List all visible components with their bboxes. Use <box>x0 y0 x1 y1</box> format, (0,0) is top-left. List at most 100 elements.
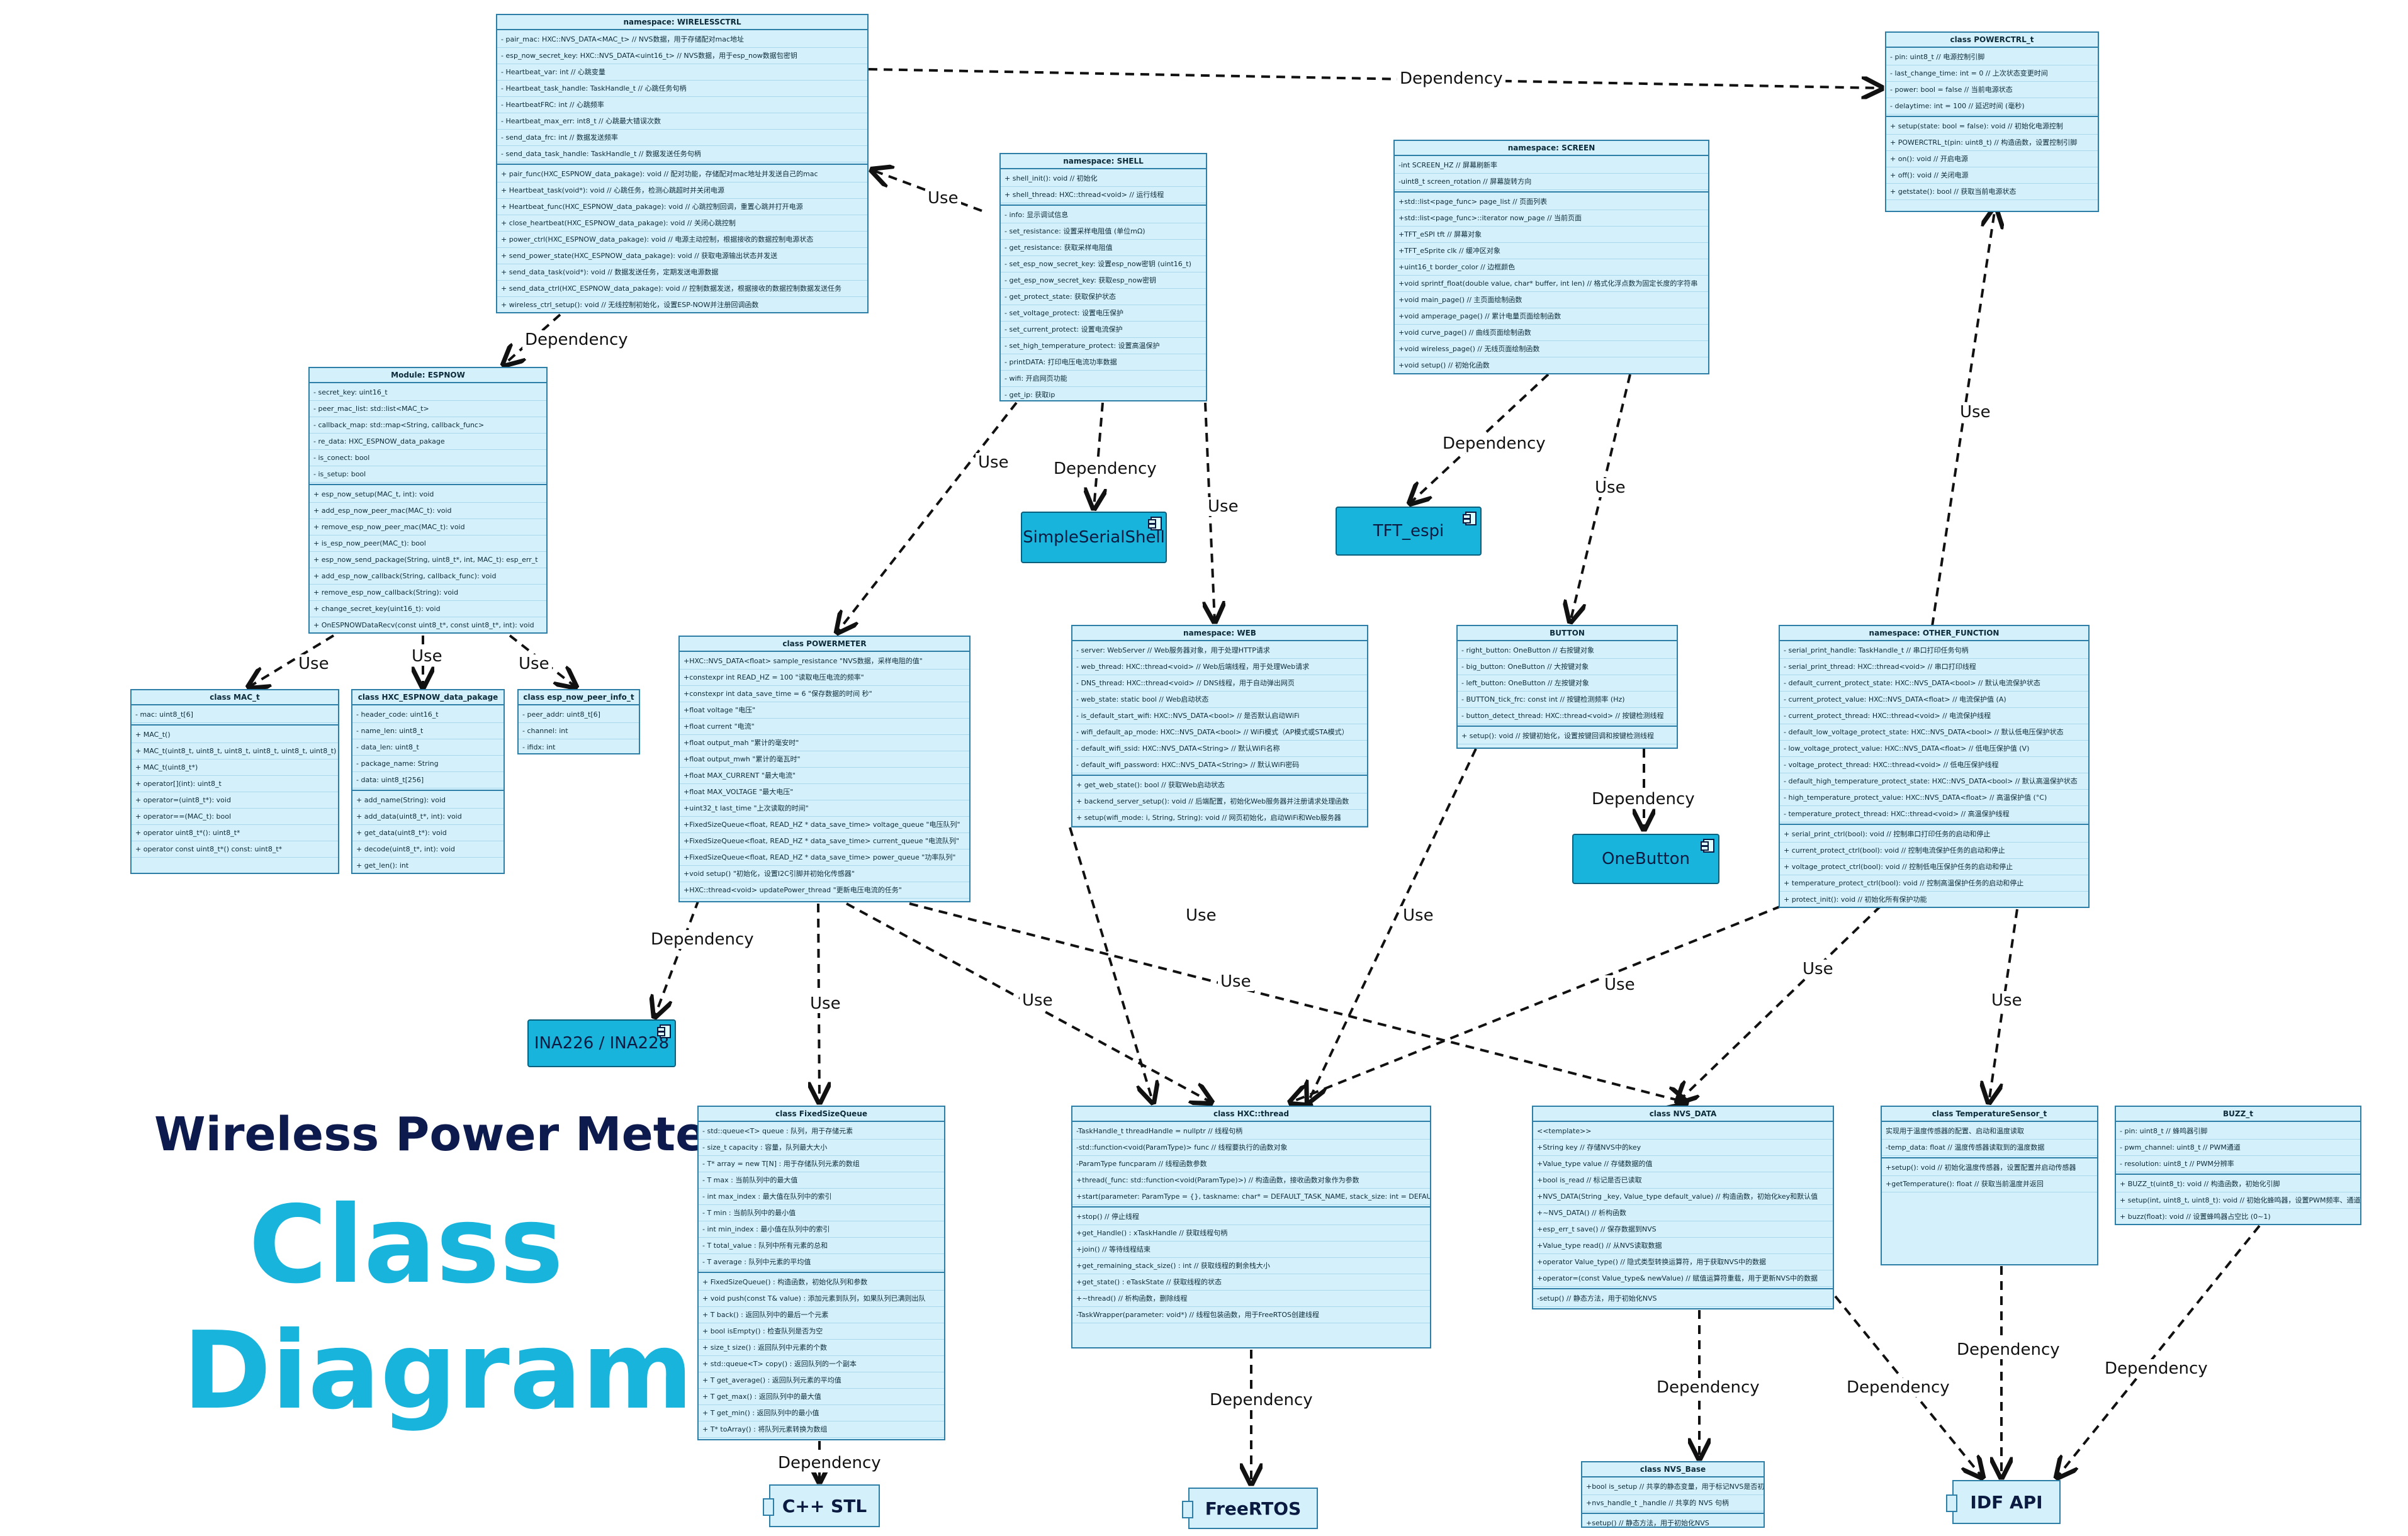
class-attribute: - Heartbeat_task_handle: TaskHandle_t //… <box>497 81 867 97</box>
class-method: - get_resistance: 获取采样电阻值 <box>1001 240 1206 256</box>
class-method: +std::list<page_func> page_list // 页面列表 <box>1395 194 1708 210</box>
class-method: - set_current_protect: 设置电流保护 <box>1001 322 1206 338</box>
edge-label-dependency: Dependency <box>1654 1378 1762 1397</box>
class-title: Module: ESPNOW <box>310 368 546 383</box>
edge-label-dependency: Dependency <box>1954 1340 2062 1359</box>
class-attribute: - current_protect_thread: HXC::thread<vo… <box>1780 708 2088 724</box>
class-box-powermeter[interactable]: class POWERMETER+HXC::NVS_DATA<float> sa… <box>678 636 971 902</box>
edge-label-use: Use <box>807 994 843 1013</box>
external-freertos[interactable]: FreeRTOS <box>1182 1488 1318 1529</box>
class-box-other[interactable]: namespace: OTHER_FUNCTION- serial_print_… <box>1779 625 2090 908</box>
component-ina[interactable]: INA226 / INA228 <box>527 1019 676 1067</box>
class-title: BUTTON <box>1458 626 1677 641</box>
class-title: class FixedSizeQueue <box>699 1107 944 1122</box>
external-idf[interactable]: IDF API <box>1946 1480 2061 1524</box>
external-label: FreeRTOS <box>1205 1498 1302 1519</box>
class-attribute: +FixedSizeQueue<float, READ_HZ * data_sa… <box>680 849 969 866</box>
class-method: + T* toArray() : 将队列元素转换为数组 <box>699 1421 944 1438</box>
class-attributes: - secret_key: uint16_t- peer_mac_list: s… <box>310 383 546 485</box>
class-title: class NVS_Base <box>1582 1462 1764 1477</box>
component-simpleshell[interactable]: SimpleSerialShell <box>1021 512 1167 563</box>
component-tft[interactable]: TFT_espi <box>1336 507 1482 556</box>
external-stl[interactable]: C++ STL <box>763 1484 880 1527</box>
class-attributes: - mac: uint8_t[6] <box>132 705 338 726</box>
class-box-mac[interactable]: class MAC_t- mac: uint8_t[6]+ MAC_t()+ M… <box>130 689 339 874</box>
class-method: + MAC_t() <box>132 727 338 743</box>
class-box-powerctrl[interactable]: class POWERCTRL_t- pin: uint8_t // 电源控制引… <box>1885 31 2099 212</box>
class-box-pakage[interactable]: class HXC_ESPNOW_data_pakage- header_cod… <box>351 689 505 874</box>
class-method: + FixedSizeQueue() : 构造函数，初始化队列和参数 <box>699 1274 944 1291</box>
class-attribute: - pair_mac: HXC::NVS_DATA<MAC_t> // NVS数… <box>497 31 867 48</box>
class-box-nvsdata[interactable]: class NVS_DATA<<template>>+String key //… <box>1532 1106 1834 1309</box>
class-attribute: - default_high_temperature_protect_state… <box>1780 773 2088 790</box>
class-method: + T get_max() : 返回队列中的最大值 <box>699 1389 944 1405</box>
class-methods: + MAC_t()+ MAC_t(uint8_t, uint8_t, uint8… <box>132 726 338 859</box>
class-attribute: <<template>> <box>1533 1123 1833 1140</box>
class-attribute: - DNS_thread: HXC::thread<void> // DNS线程… <box>1072 675 1367 692</box>
class-box-espnow[interactable]: Module: ESPNOW- secret_key: uint16_t- pe… <box>308 367 548 634</box>
class-method: - set_resistance: 设置采样电阻值 (单位mΩ) <box>1001 223 1206 240</box>
class-method: + current_protect_ctrl(bool): void // 控制… <box>1780 843 2088 859</box>
class-attribute: - size_t capacity : 容量，队列最大大小 <box>699 1140 944 1156</box>
edge-label-use: Use <box>1400 906 1436 925</box>
class-attribute: - pwm_channel: uint8_t // PWM通道 <box>2116 1140 2360 1156</box>
diagram-title-line2: Class <box>249 1183 564 1308</box>
class-method: + protect_init(): void // 初始化所有保护功能 <box>1780 892 2088 907</box>
class-title: class HXC_ESPNOW_data_pakage <box>352 690 504 705</box>
class-attribute: - ifidx: int <box>519 739 639 753</box>
class-method: - printDATA: 打印电压电流功率数据 <box>1001 354 1206 371</box>
component-icon <box>1463 512 1477 525</box>
class-method: + BUZZ_t(uint8_t): void // 构造函数，初始化引脚 <box>2116 1176 2360 1192</box>
class-box-peerinfo[interactable]: class esp_now_peer_info_t- peer_addr: ui… <box>517 689 640 754</box>
class-method: + esp_now_send_package(String, uint8_t*,… <box>310 552 546 568</box>
class-box-web[interactable]: namespace: WEB- server: WebServer // Web… <box>1071 625 1368 827</box>
class-method: - get_protect_state: 获取保护状态 <box>1001 289 1206 305</box>
component-icon <box>1182 1501 1193 1518</box>
edge-label-use: Use <box>1592 478 1628 497</box>
class-method: + is_esp_now_peer(MAC_t): bool <box>310 535 546 552</box>
class-attribute: - T total_value : 队列中所有元素的总和 <box>699 1238 944 1254</box>
class-methods: + esp_now_setup(MAC_t, int): void+ add_e… <box>310 485 546 632</box>
class-methods: + serial_print_ctrl(bool): void // 控制串口打… <box>1780 825 2088 907</box>
class-attribute: - high_temperature_protect_value: HXC::N… <box>1780 790 2088 806</box>
class-title: BUZZ_t <box>2116 1107 2360 1122</box>
class-attributes: <<template>>+String key // 存储NVS中的key+Va… <box>1533 1122 1833 1289</box>
class-attribute: - web_thread: HXC::thread<void> // Web后端… <box>1072 659 1367 675</box>
class-title: namespace: SCREEN <box>1395 141 1708 156</box>
class-method: - info: 显示调试信息 <box>1001 207 1206 223</box>
class-method: + getstate(): bool // 获取当前电源状态 <box>1886 184 2098 200</box>
class-box-button[interactable]: BUTTON- right_button: OneButton // 右按键对象… <box>1456 625 1678 749</box>
component-onebutton[interactable]: OneButton <box>1572 834 1719 884</box>
class-attribute: - int max_index : 最大值在队列中的索引 <box>699 1189 944 1205</box>
class-attribute: + shell_init(): void // 初始化 <box>1001 171 1206 187</box>
edge-label-use: Use <box>1020 991 1055 1010</box>
class-attribute: - resolution: uint8_t // PWM分辨率 <box>2116 1156 2360 1172</box>
class-method: + backend_server_setup(): void // 后端配置，初… <box>1072 793 1367 810</box>
class-box-screen[interactable]: namespace: SCREEN-int SCREEN_HZ // 屏幕刷新率… <box>1393 140 1709 374</box>
class-method: + operator uint8_t*(): uint8_t* <box>132 825 338 841</box>
class-attribute: +~NVS_DATA() // 析构函数 <box>1533 1205 1833 1221</box>
class-attribute: - left_button: OneButton // 左按键对象 <box>1458 675 1677 692</box>
class-box-buzz[interactable]: BUZZ_t- pin: uint8_t // 蜂鸣器引脚- pwm_chann… <box>2115 1106 2361 1225</box>
class-attribute: - pin: uint8_t // 电源控制引脚 <box>1886 49 2098 65</box>
class-box-wirelessctrl[interactable]: namespace: WIRELESSCTRL- pair_mac: HXC::… <box>496 14 869 313</box>
edge-use <box>1290 905 1782 1102</box>
class-box-fifo[interactable]: class FixedSizeQueue- std::queue<T> queu… <box>697 1106 945 1440</box>
class-attributes: - pair_mac: HXC::NVS_DATA<MAC_t> // NVS数… <box>497 30 867 165</box>
class-attribute: +nvs_handle_t _handle // 共享的 NVS 句柄 <box>1582 1495 1764 1511</box>
class-method: +setup() // 静态方法，用于初始化NVS <box>1582 1515 1764 1527</box>
class-box-thread[interactable]: class HXC::thread-TaskHandle_t threadHan… <box>1071 1106 1431 1348</box>
class-attribute: +bool is_read // 标记是否已读取 <box>1533 1172 1833 1189</box>
class-methods: +setup(): void // 初始化温度传感器，设置配置并启动传感器+ge… <box>1882 1158 2097 1194</box>
class-box-nvsbase[interactable]: class NVS_Base+bool is_setup // 共享的静态变量，… <box>1581 1461 1765 1528</box>
edge-label-dependency: Dependency <box>2102 1359 2210 1378</box>
class-method: + close_heartbeat(HXC_ESPNOW_data_pakage… <box>497 215 867 232</box>
class-method: + operator const uint8_t*() const: uint8… <box>132 841 338 858</box>
class-attribute: +Value_type read() // 从NVS读取数据 <box>1533 1238 1833 1254</box>
class-attribute: +void setup() "初始化，设置I2C引脚并初始化传感器" <box>680 866 969 882</box>
class-title: class TemperatureSensor_t <box>1882 1107 2097 1122</box>
class-box-shell[interactable]: namespace: SHELL+ shell_init(): void // … <box>999 153 1207 401</box>
class-method: + operator[](int): uint8_t <box>132 776 338 792</box>
edge-label-dependency: Dependency <box>1207 1391 1315 1410</box>
